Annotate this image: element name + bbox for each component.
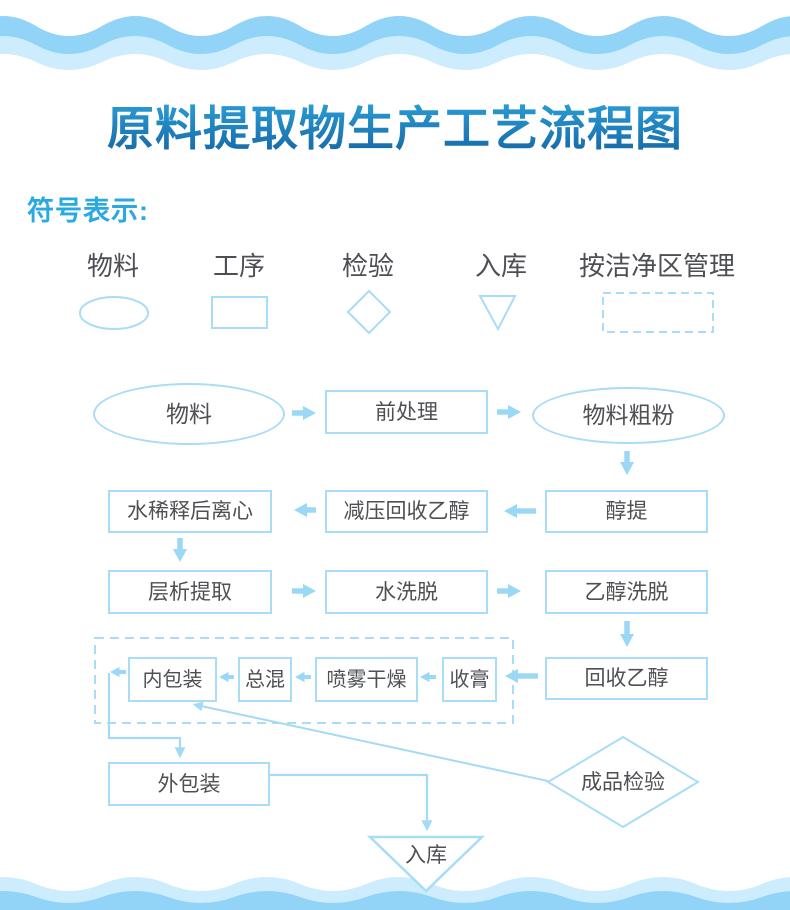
node-ethanol-elution: 乙醇洗脱: [545, 570, 708, 614]
clean-zone-dashed-box: [94, 637, 514, 724]
bottom-wave-ornament: [0, 877, 790, 910]
node-vacuum-ethanol-recovery: 减压回收乙醇: [325, 490, 488, 533]
line-outer-packaging-to-warehousing: [270, 773, 433, 832]
node-paste-collection: 收膏: [442, 657, 497, 702]
legend-label-clean-zone: 按洁净区管理: [578, 251, 735, 281]
legend-heading: 符号表示:: [27, 196, 149, 226]
legend-label-inspection: 检验: [341, 251, 394, 281]
finished-inspection-diamond: [546, 735, 700, 829]
node-total-mixing: 总混: [238, 657, 292, 702]
node-material: 物料: [93, 383, 285, 445]
legend-rect-shape: [211, 296, 268, 329]
node-water-dilution-centrifuge: 水稀释后离心: [108, 490, 272, 533]
bottom-wave-dark: [0, 891, 790, 910]
node-coarse-powder: 物料粗粉: [532, 387, 725, 444]
legend-triangle-down-shape: [478, 295, 517, 332]
node-chromatography: 层析提取: [108, 570, 272, 614]
node-warehousing-label: 入库: [405, 843, 447, 867]
top-wave-mask: [0, 54, 790, 100]
node-spray-drying: 喷雾干燥: [315, 657, 418, 702]
node-pretreatment: 前处理: [325, 390, 488, 434]
legend-label-warehouse: 入库: [474, 251, 527, 281]
legend-diamond-shape: [346, 289, 392, 335]
top-wave-ornament: [0, 16, 790, 100]
node-outer-packaging: 外包装: [108, 762, 270, 806]
node-alcohol-extraction: 醇提: [545, 490, 708, 533]
legend-ellipse-shape: [79, 296, 149, 330]
node-ethanol-recovery: 回收乙醇: [545, 657, 708, 700]
legend-label-process: 工序: [212, 251, 265, 281]
legend-label-material: 物料: [86, 251, 139, 281]
warehousing-triangle: [366, 835, 486, 893]
flow-arrows: [110, 404, 635, 684]
node-inner-packaging: 内包装: [128, 657, 217, 702]
node-water-elution: 水洗脱: [325, 570, 488, 614]
line-inspection-to-inner-packaging: [192, 701, 549, 782]
legend-shapes: [79, 289, 714, 335]
connector-lines: [107, 673, 549, 832]
legend-dashed-rect-shape: [602, 292, 714, 333]
page-title: 原料提取物生产工艺流程图: [0, 90, 790, 159]
node-finished-inspection-label: 成品检验: [581, 770, 665, 794]
line-inner-to-outer-packaging: [107, 673, 186, 759]
